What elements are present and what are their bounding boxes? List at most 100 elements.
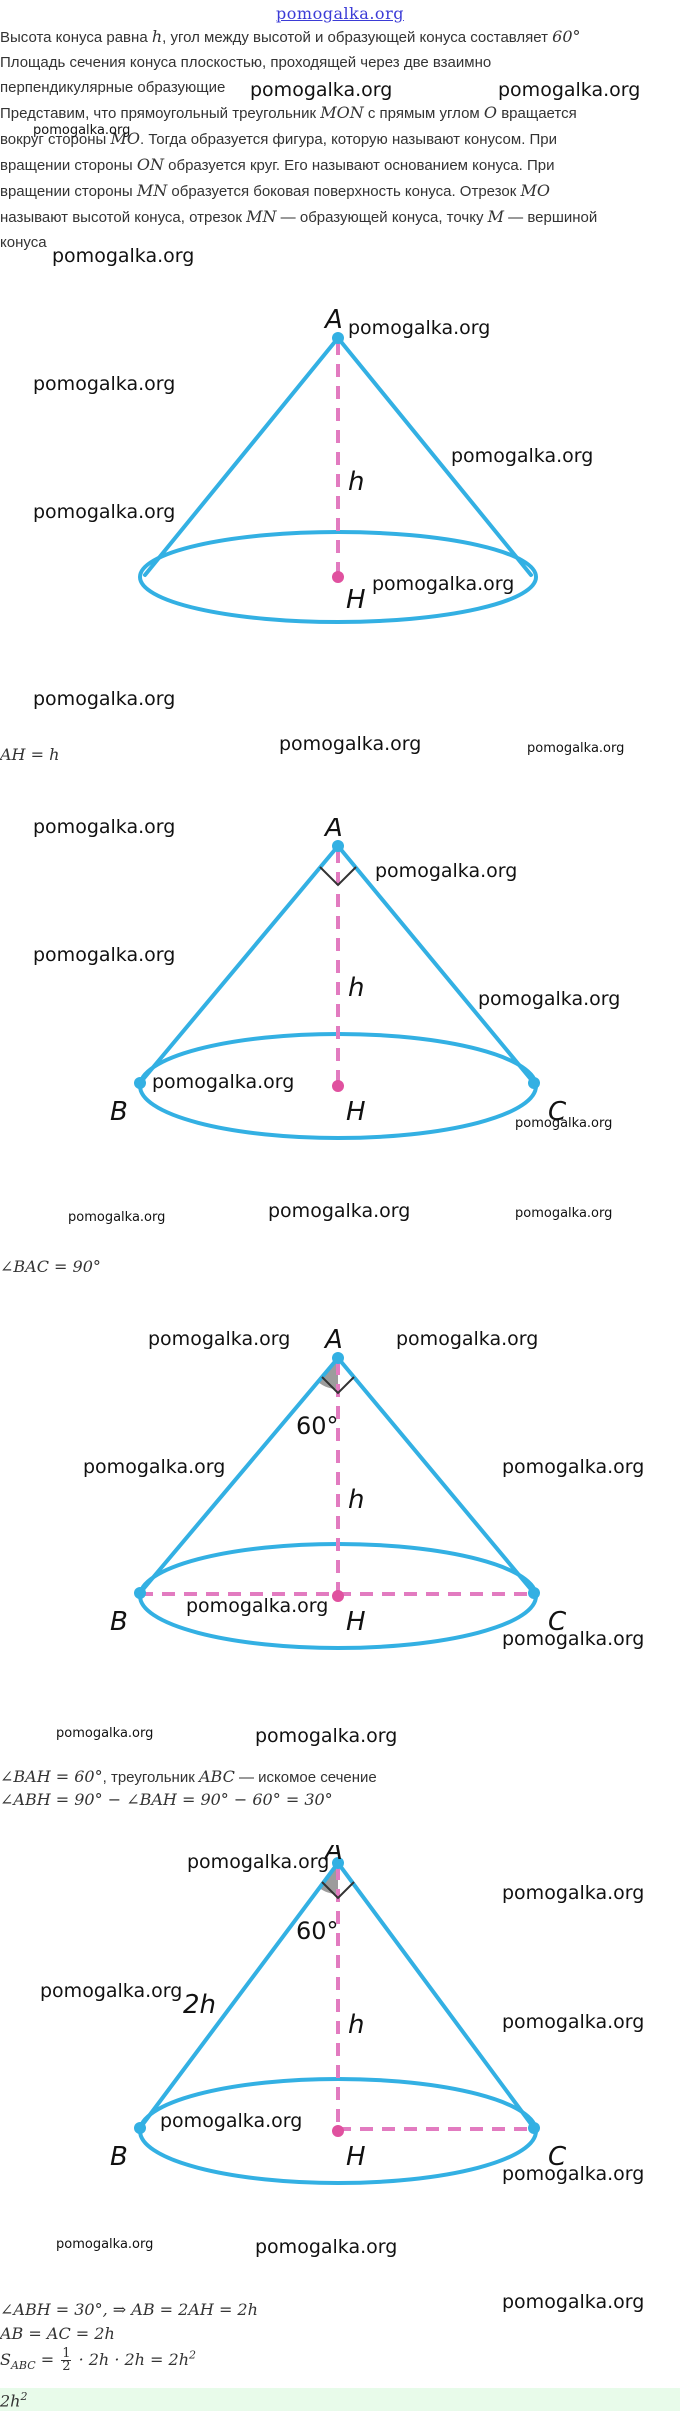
apex-label: A [323, 1845, 343, 1866]
watermark: pomogalka.org [33, 944, 176, 966]
generatrix-ab [138, 1861, 340, 2130]
cone-generatrix-right [336, 336, 533, 577]
point-c-label: C [548, 2142, 567, 2172]
watermark: pomogalka.org [56, 2237, 154, 2252]
generatrix-ac [336, 1356, 536, 1595]
watermark: pomogalka.org [502, 2291, 645, 2313]
watermark: pomogalka.org [33, 816, 176, 838]
answer-value: 2h2 [0, 2390, 28, 2411]
generatrix-ab [138, 844, 340, 1085]
cone-figure-1: A h H [0, 300, 680, 640]
point-c [528, 2122, 540, 2134]
center-label: H [346, 1097, 366, 1127]
watermark: pomogalka.org [348, 317, 491, 339]
watermark: pomogalka.org [52, 245, 195, 267]
apex-point [332, 1352, 344, 1364]
watermark: pomogalka.org [502, 2163, 645, 2185]
watermark: pomogalka.org [56, 1726, 154, 1741]
point-b-label: B [110, 1607, 128, 1637]
formula-abh-angle: ∠ABH = 90° − ∠BAH = 90° − 60° = 30° [0, 1790, 333, 1809]
center-point [332, 1080, 344, 1092]
apex-label: A [323, 305, 343, 335]
problem-statement-line: Площадь сечения конуса плоскостью, прохо… [0, 54, 492, 71]
watermark: pomogalka.org [498, 79, 641, 101]
cone-generatrix-left [143, 336, 340, 577]
watermark: pomogalka.org [186, 1595, 329, 1617]
generatrix-ab [138, 1356, 340, 1595]
height-label: h [348, 973, 364, 1003]
formula-bac: ∠BAC = 90° [0, 1257, 101, 1276]
apex-label: A [323, 1325, 343, 1355]
right-angle-mark [321, 1376, 355, 1395]
apex-point [332, 1857, 344, 1869]
center-point [332, 571, 344, 583]
point-b [134, 1587, 146, 1599]
watermark: pomogalka.org [268, 1200, 411, 1222]
answer-band [0, 2388, 680, 2411]
theory-line: Представим, что прямоугольный треугольни… [0, 103, 577, 122]
watermark: pomogalka.org [83, 1456, 226, 1478]
theory-line: вокруг стороны MO. Тогда образуется фигу… [0, 129, 558, 148]
point-b-label: B [110, 2142, 128, 2172]
point-b-label: B [110, 1097, 128, 1127]
right-angle-mark [321, 1881, 355, 1900]
theory-line: вращении стороны MN образуется боковая п… [0, 181, 550, 200]
height-label: h [348, 467, 364, 497]
watermark: pomogalka.org [451, 445, 594, 467]
formula-ab-2h: ∠ABH = 30°, ⇒ AB = 2AH = 2h [0, 2300, 258, 2319]
watermark: pomogalka.org [372, 573, 515, 595]
watermark: pomogalka.org [375, 860, 518, 882]
center-label: H [346, 585, 366, 615]
angle-label: 60° [296, 1412, 339, 1440]
watermark: pomogalka.org [502, 1882, 645, 1904]
watermark: pomogalka.org [33, 123, 131, 138]
watermark: pomogalka.org [515, 1206, 613, 1221]
cone-base-ellipse [138, 530, 538, 624]
watermark: pomogalka.org [502, 1456, 645, 1478]
watermark: pomogalka.org [255, 1725, 398, 1747]
watermark: pomogalka.org [502, 2011, 645, 2033]
center-point [332, 2125, 344, 2137]
formula-ah: AH = h [0, 745, 60, 764]
point-c [528, 1587, 540, 1599]
watermark: pomogalka.org [33, 373, 176, 395]
watermark: pomogalka.org [33, 688, 176, 710]
formula-bah: ∠BAH = 60°, треугольник ABC — искомое се… [0, 1767, 377, 1786]
cone-figure-2: A h H B C [0, 818, 680, 1180]
apex-point [332, 840, 344, 852]
problem-statement-line: Высота конуса равна h, угол между высото… [0, 27, 581, 46]
point-b [134, 1077, 146, 1089]
watermark: pomogalka.org [250, 79, 393, 101]
point-b [134, 2122, 146, 2134]
watermark: pomogalka.org [68, 1210, 166, 1225]
watermark: pomogalka.org [148, 1328, 291, 1350]
theory-line: конуса [0, 234, 47, 251]
watermark: pomogalka.org [515, 1116, 613, 1131]
watermark: pomogalka.org [396, 1328, 539, 1350]
watermark: pomogalka.org [40, 1980, 183, 2002]
height-label: h [348, 1485, 364, 1515]
problem-statement-line: перпендикулярные образующие [0, 79, 226, 96]
watermark: pomogalka.org [478, 988, 621, 1010]
watermark: pomogalka.org [279, 733, 422, 755]
center-point [332, 1590, 344, 1602]
site-header-link[interactable]: pomogalka.org [276, 4, 404, 23]
watermark: pomogalka.org [187, 1851, 330, 1873]
angle-label: 60° [296, 1917, 339, 1945]
right-angle-mark [319, 866, 357, 887]
generatrix-ac [336, 844, 536, 1085]
point-c [528, 1077, 540, 1089]
apex-label: A [323, 818, 343, 843]
height-label: h [348, 2010, 364, 2040]
theory-line: называют высотой конуса, отрезок MN — об… [0, 207, 598, 226]
cone-figure-3: A 60° h H B C [0, 1310, 680, 1655]
formula-ab-eq-ac: AB = AC = 2h [0, 2324, 115, 2343]
generatrix-ac [336, 1861, 536, 2130]
watermark: pomogalka.org [255, 2236, 398, 2258]
watermark: pomogalka.org [502, 1628, 645, 1650]
problem-text: Высота конуса равна h, угол между высото… [0, 24, 675, 255]
center-label: H [346, 1607, 366, 1637]
theory-line: вращении стороны ON образуется круг. Его… [0, 155, 555, 174]
